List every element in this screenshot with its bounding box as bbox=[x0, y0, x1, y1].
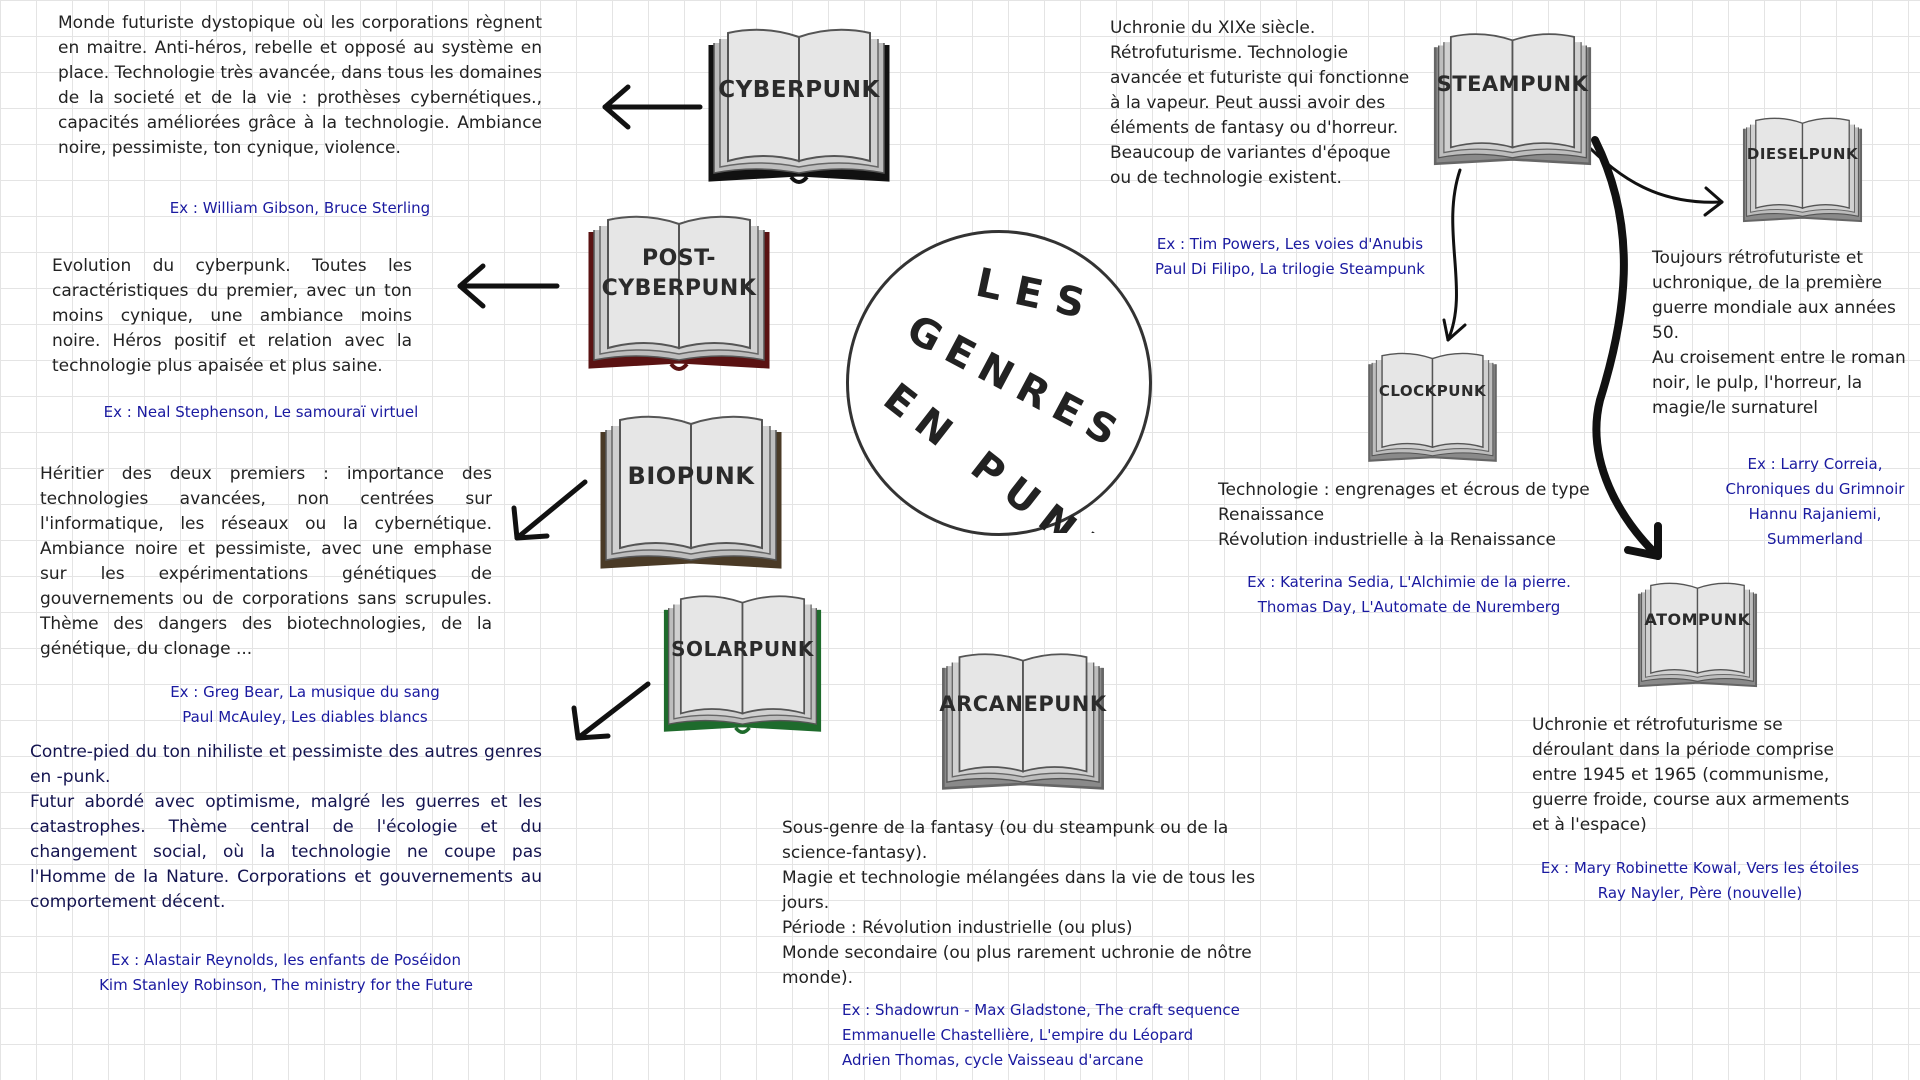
dieselpunk-example-4: Summerland bbox=[1766, 530, 1864, 548]
postcyberpunk-description: Evolution du cyberpunk. Toutes les carac… bbox=[52, 256, 412, 376]
open-book-icon bbox=[1433, 33, 1592, 166]
book-cyberpunk: CYBERPUNK bbox=[704, 25, 894, 190]
book-title-solarpunk: SOLARPUNK bbox=[671, 637, 814, 661]
book-title-clockpunk: CLOCKPUNK bbox=[1378, 382, 1487, 400]
clockpunk-description: Technologie : engrenages et écrous de ty… bbox=[1218, 478, 1600, 553]
atompunk-description: Uchronie et rétrofuturisme se déroulant … bbox=[1532, 715, 1850, 835]
open-book-icon bbox=[1637, 582, 1758, 688]
dieselpunk-description-line-1: Toujours rétrofuturiste et uchronique, d… bbox=[1652, 248, 1896, 343]
arrow-steampunk-clockpunk bbox=[1442, 168, 1467, 342]
cyberpunk-description: Monde futuriste dystopique où les corpor… bbox=[58, 13, 542, 158]
book-title-postcyberpunk-line2: CYBERPUNK bbox=[601, 276, 757, 301]
book-steampunk: STEAMPUNK bbox=[1430, 30, 1595, 175]
dieselpunk-example-2: Chroniques du Grimnoir bbox=[1725, 480, 1905, 498]
solarpunk-examples: Ex : Alastair Reynolds, les enfants de P… bbox=[30, 948, 542, 998]
open-book-icon bbox=[600, 415, 782, 569]
book-title-cyberpunk: CYBERPUNK bbox=[718, 77, 880, 103]
arcanepunk-description-line-4: Monde secondaire (ou plus rarement uchro… bbox=[782, 943, 1252, 988]
arrow-solarpunk bbox=[571, 681, 651, 741]
arcanepunk-example-3: Adrien Thomas, cycle Vaisseau d'arcane bbox=[842, 1051, 1144, 1069]
book-atompunk: ATOMPUNK bbox=[1635, 580, 1760, 695]
atompunk-example-1: Ex : Mary Robinette Kowal, Vers les étoi… bbox=[1540, 859, 1860, 877]
book-dieselpunk: DIESELPUNK bbox=[1740, 115, 1865, 230]
open-book-icon bbox=[942, 653, 1104, 790]
dieselpunk-description: Toujours rétrofuturiste et uchronique, d… bbox=[1652, 246, 1912, 421]
clockpunk-example-1: Ex : Katerina Sedia, L'Alchimie de la pi… bbox=[1247, 573, 1571, 591]
steampunk-description: Uchronie du XIXe siècle. Rétrofuturisme.… bbox=[1110, 18, 1410, 188]
book-title-steampunk: STEAMPUNK bbox=[1436, 72, 1589, 96]
solarpunk-description: Contre-pied du ton nihiliste et pessimis… bbox=[30, 740, 542, 915]
arrow-postcyberpunk bbox=[457, 263, 560, 309]
book-title-biopunk: BIOPUNK bbox=[627, 462, 755, 490]
dieselpunk-description-line-2: Au croisement entre le roman noir, le pu… bbox=[1652, 348, 1906, 418]
cyberpunk-examples: Ex : William Gibson, Bruce Sterling bbox=[58, 196, 542, 221]
clockpunk-examples: Ex : Katerina Sedia, L'Alchimie de la pi… bbox=[1218, 570, 1600, 620]
center-title-les: LES bbox=[972, 260, 1102, 331]
arrow-steampunk-dieselpunk bbox=[1580, 138, 1724, 217]
biopunk-example-1: Ex : Greg Bear, La musique du sang bbox=[170, 683, 440, 701]
arcanepunk-description-line-1: Sous-genre de la fantasy (ou du steampun… bbox=[782, 818, 1229, 863]
biopunk-examples: Ex : Greg Bear, La musique du sang Paul … bbox=[40, 680, 570, 730]
book-title-dieselpunk: DIESELPUNK bbox=[1746, 145, 1859, 163]
arcanepunk-example-1: Ex : Shadowrun - Max Gladstone, The craf… bbox=[842, 1001, 1240, 1019]
clockpunk-description-line-1: Technologie : engrenages et écrous de ty… bbox=[1218, 480, 1590, 525]
book-title-atompunk: ATOMPUNK bbox=[1644, 610, 1751, 629]
open-book-icon bbox=[663, 595, 822, 734]
steampunk-examples: Ex : Tim Powers, Les voies d'Anubis Paul… bbox=[1140, 232, 1440, 282]
open-book-icon bbox=[588, 215, 770, 371]
open-book-icon bbox=[708, 28, 890, 184]
arrow-steampunk-atompunk bbox=[1591, 136, 1662, 560]
book-arcanepunk: ARCANEPUNK bbox=[938, 650, 1108, 800]
dieselpunk-example-1: Ex : Larry Correia, bbox=[1747, 455, 1883, 473]
arcanepunk-examples: Ex : Shadowrun - Max Gladstone, The craf… bbox=[842, 998, 1322, 1073]
steampunk-example-2: Paul Di Filipo, La trilogie Steampunk bbox=[1155, 260, 1425, 278]
arcanepunk-description-line-3: Période : Révolution industrielle (ou pl… bbox=[782, 918, 1133, 938]
postcyberpunk-examples: Ex : Neal Stephenson, Le samouraï virtue… bbox=[52, 400, 470, 425]
book-title-postcyberpunk-line1: POST- bbox=[641, 246, 717, 271]
solarpunk-description-line-1: Contre-pied du ton nihiliste et pessimis… bbox=[30, 742, 542, 787]
steampunk-example-1: Ex : Tim Powers, Les voies d'Anubis bbox=[1156, 235, 1424, 253]
biopunk-description: Héritier des deux premiers : importance … bbox=[40, 464, 492, 659]
book-postcyberpunk: POST- CYBERPUNK bbox=[584, 212, 774, 380]
book-clockpunk: CLOCKPUNK bbox=[1365, 350, 1500, 470]
cyberpunk-example-1: Ex : William Gibson, Bruce Sterling bbox=[169, 199, 431, 217]
book-title-arcanepunk: ARCANEPUNK bbox=[939, 692, 1107, 716]
arrow-biopunk bbox=[511, 479, 588, 541]
atompunk-example-2: Ray Nayler, Père (nouvelle) bbox=[1597, 884, 1803, 902]
arcanepunk-example-2: Emmanuelle Chastellière, L'empire du Léo… bbox=[842, 1026, 1194, 1044]
solarpunk-example-2: Kim Stanley Robinson, The ministry for t… bbox=[99, 976, 473, 994]
dieselpunk-example-3: Hannu Rajaniemi, bbox=[1748, 505, 1882, 523]
solarpunk-example-1: Ex : Alastair Reynolds, les enfants de P… bbox=[111, 951, 461, 969]
postcyberpunk-example-1: Ex : Neal Stephenson, Le samouraï virtue… bbox=[103, 403, 419, 421]
center-title-circle: LES GENRES EN PUNK bbox=[846, 230, 1152, 536]
open-book-icon bbox=[1368, 352, 1497, 462]
book-biopunk: BIOPUNK bbox=[596, 412, 786, 580]
arcanepunk-description-line-2: Magie et technologie mélangées dans la v… bbox=[782, 868, 1256, 913]
open-book-icon bbox=[1742, 117, 1863, 223]
clockpunk-description-line-2: Révolution industrielle à la Renaissance bbox=[1218, 530, 1556, 550]
arrow-cyberpunk bbox=[602, 84, 703, 130]
book-solarpunk: SOLARPUNK bbox=[660, 592, 825, 742]
solarpunk-description-line-2: Futur abordé avec optimisme, malgré les … bbox=[30, 792, 542, 912]
dieselpunk-examples: Ex : Larry Correia, Chroniques du Grimno… bbox=[1720, 452, 1910, 552]
biopunk-example-2: Paul McAuley, Les diables blancs bbox=[182, 708, 428, 726]
clockpunk-example-2: Thomas Day, L'Automate de Nuremberg bbox=[1257, 598, 1561, 616]
arcanepunk-description: Sous-genre de la fantasy (ou du steampun… bbox=[782, 816, 1282, 991]
atompunk-examples: Ex : Mary Robinette Kowal, Vers les étoi… bbox=[1500, 856, 1900, 906]
